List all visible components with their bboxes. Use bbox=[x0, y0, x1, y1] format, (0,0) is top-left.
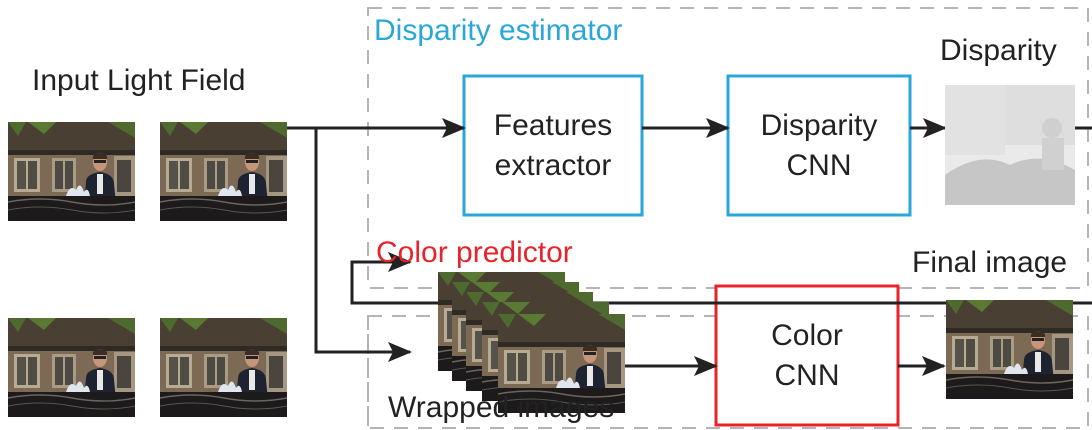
features-extractor-line2: extractor bbox=[494, 148, 612, 182]
wrapped-image-stack-5 bbox=[498, 314, 625, 413]
disparity-cnn-text: Disparity CNN bbox=[730, 78, 908, 213]
color-cnn-line1: Color bbox=[771, 318, 843, 352]
disparity-output-label: Disparity bbox=[940, 34, 1057, 67]
color-cnn-line2: CNN bbox=[774, 358, 840, 392]
wrapped-images-label: Wrapped images bbox=[388, 391, 615, 424]
features-extractor-line1: Features bbox=[493, 108, 613, 142]
disparity-cnn-line1: Disparity bbox=[760, 108, 878, 142]
disparity-cnn-box bbox=[726, 74, 912, 217]
input-view-1 bbox=[8, 122, 135, 221]
features-extractor-box bbox=[462, 74, 644, 217]
color-cnn-text: Color CNN bbox=[718, 288, 896, 423]
final-image-label: Final image bbox=[912, 246, 1068, 279]
color-cnn-box bbox=[714, 284, 900, 427]
disparity-map-image bbox=[945, 85, 1075, 205]
input-view-3 bbox=[8, 318, 135, 417]
input-view-2 bbox=[160, 122, 287, 221]
final-image bbox=[946, 300, 1073, 399]
color-predictor-title: Color predictor bbox=[376, 236, 573, 269]
disparity-cnn-line2: CNN bbox=[786, 148, 852, 182]
input-to-wrapped-line bbox=[314, 128, 412, 362]
features-extractor-text: Features extractor bbox=[466, 78, 640, 213]
disparity-section-border bbox=[367, 7, 1089, 289]
input-view-4 bbox=[160, 318, 287, 417]
input-light-field-label: Input Light Field bbox=[32, 64, 246, 97]
disparity-loop-line bbox=[350, 252, 1092, 305]
disparity-estimator-title: Disparity estimator bbox=[374, 14, 623, 47]
